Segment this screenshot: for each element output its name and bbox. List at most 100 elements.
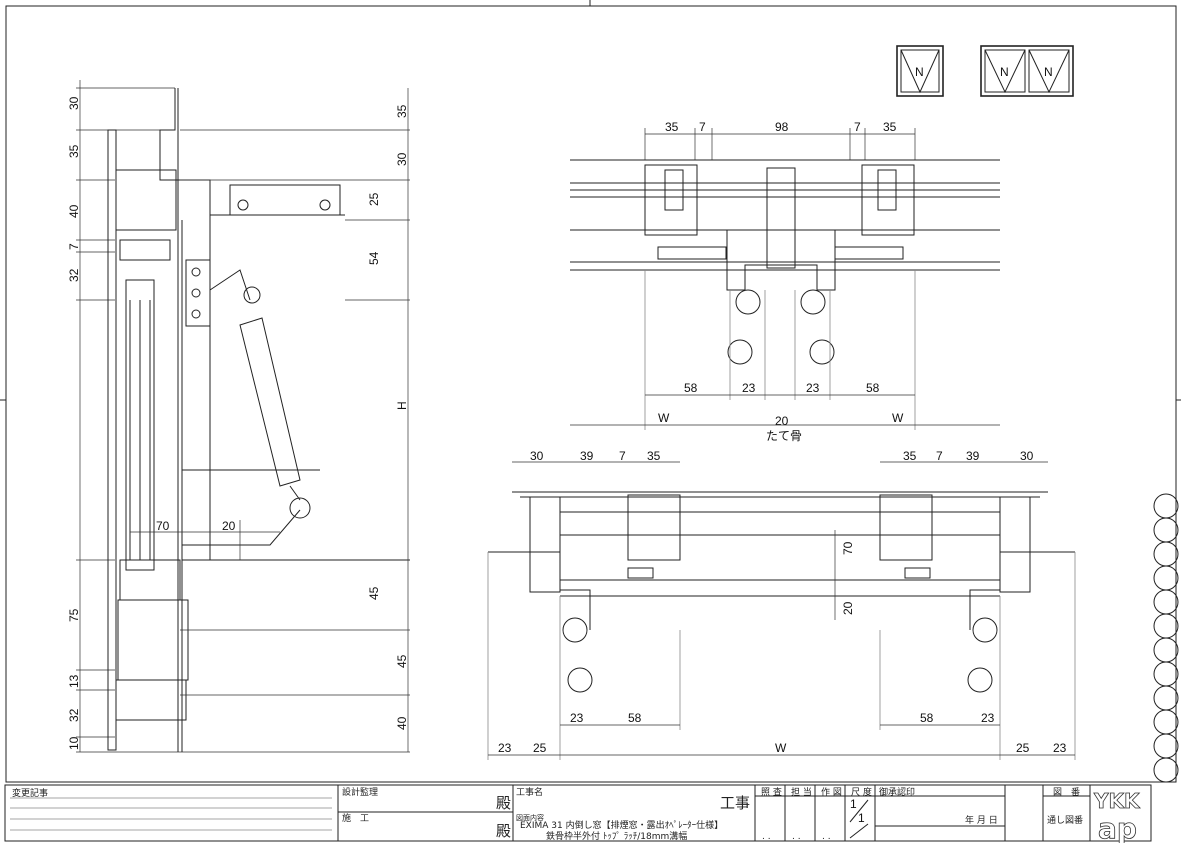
ykk-ap-logo: YKK ap: [1093, 789, 1142, 843]
dimension-label: 39: [966, 449, 980, 463]
drawing-line: [4, 784, 1152, 842]
dimension-label: 40: [395, 716, 409, 730]
label: 変更記事: [12, 787, 48, 799]
dimension-label: 20: [841, 601, 855, 615]
drawing-line: [877, 169, 897, 211]
drawing-line: [861, 164, 915, 236]
dimension-label: 13: [67, 674, 81, 688]
dimension-label: 23: [806, 381, 820, 395]
dimension-label: 7: [619, 449, 626, 463]
dimension-label: 35: [395, 104, 409, 118]
dimension-label: 32: [67, 708, 81, 722]
drawing-line: [180, 88, 410, 752]
window-symbol-single: N: [896, 45, 944, 97]
drawing-line: [239, 317, 301, 487]
dimension-label: 40: [67, 204, 81, 218]
label: . .: [822, 832, 831, 842]
dimension-label: 30: [1020, 449, 1034, 463]
drawing-line: [1153, 733, 1179, 759]
drawing-line: [644, 164, 698, 236]
title-block: 変更記事 設計監理 施 工 殿 殿 工事名 工事 図面内容 EXIMA 31 内…: [4, 784, 1152, 843]
dimension-label: 70: [841, 541, 855, 555]
dimension-label: 35: [665, 120, 679, 134]
window-symbol-double: N N: [980, 45, 1074, 97]
drawing-line: [115, 679, 187, 721]
dimension-label: W: [892, 411, 904, 425]
label: N: [915, 65, 924, 79]
drawing-line: [119, 559, 181, 601]
drawing-line: [849, 823, 869, 839]
label: ap: [1098, 812, 1137, 843]
label: N: [1000, 65, 1009, 79]
drawing-line: [529, 496, 561, 593]
drawing-line: [488, 491, 1075, 693]
drawing-line: [115, 169, 177, 231]
label: 1: [850, 797, 857, 811]
dimension-label: W: [658, 411, 670, 425]
label: 照 査: [761, 786, 782, 798]
drawing-line: [289, 497, 311, 519]
drawing-line: [766, 167, 796, 269]
label: 作 図: [821, 786, 842, 798]
label: 設計監理: [342, 786, 378, 798]
horizontal-section-mullion: 35 7 98 7 35 58 23 23 58 W 20 W たて骨: [570, 120, 1000, 443]
drawing-line: [904, 567, 931, 579]
label: 1: [858, 811, 865, 825]
label: EXIMA 31 内倒し窓【排煙窓・露出ｵﾍﾟﾚｰﾀｰ仕様】: [520, 819, 723, 831]
dimension-label: 54: [367, 251, 381, 265]
label: 殿: [496, 794, 511, 812]
drawing-border: [5, 5, 1177, 783]
drawing-line: [191, 267, 201, 277]
dimension-label: 45: [395, 654, 409, 668]
dimension-label: 70: [156, 519, 170, 533]
dimension-label: 98: [775, 120, 789, 134]
drawing-line: [191, 288, 201, 298]
label: 御承認印: [879, 786, 915, 798]
drawing-line: [627, 494, 681, 561]
dimension-label: 23: [498, 741, 512, 755]
label: 担 当: [791, 786, 812, 798]
drawing-line: [726, 230, 836, 291]
horizontal-section-jamb: 30 39 7 35 35 7 39 30 70 20 23 58 58 23 …: [487, 449, 1076, 760]
drawing-line: [972, 617, 998, 643]
drawing-line: [1153, 589, 1179, 615]
drawing-line: [182, 509, 301, 546]
vertical-section-view: 30 35 40 7 32 75 13 32 10: [67, 80, 410, 753]
label: 鉄骨枠半外付 ﾄｯﾌﾟ ﾗｯﾁ/18mm溝幅: [546, 830, 687, 842]
drawing-line: [319, 199, 331, 211]
dimension-label: 10: [67, 736, 81, 750]
dimension-label: 20: [775, 414, 789, 428]
dimension-label: 23: [742, 381, 756, 395]
drawing-line: [560, 589, 591, 630]
label: 工事名: [516, 786, 543, 798]
drawing-line: [879, 494, 933, 561]
drawing-line: [849, 799, 869, 823]
drawing-line: [185, 259, 211, 327]
drawing-line: [1153, 565, 1179, 591]
drawing-line: [834, 246, 904, 260]
drawing-line: [1153, 517, 1179, 543]
dimension-label: 20: [222, 519, 236, 533]
dimension-label: 39: [580, 449, 594, 463]
label: 殿: [496, 822, 511, 840]
dimension-label: 7: [854, 120, 861, 134]
drawing-line: [809, 339, 835, 365]
dimension-label: 35: [903, 449, 917, 463]
drawing-line: [209, 269, 251, 301]
drawing-line: [896, 45, 944, 97]
drawing-line: [735, 289, 761, 315]
label: . .: [792, 832, 801, 842]
drawing-line: [1153, 757, 1179, 783]
drawing-line: [727, 339, 753, 365]
drawing-line: [1153, 493, 1179, 519]
label: 図面内容: [516, 813, 544, 822]
left-dimension-labels: 30 35 40 7 32 75 13 32 10: [67, 96, 81, 750]
drawing-line: [900, 49, 940, 94]
drawing-line: [289, 485, 301, 501]
drawing-line: [664, 169, 684, 211]
dimension-label: W: [775, 741, 787, 755]
drawing-line: [984, 49, 1026, 94]
drawing-line: [967, 667, 993, 693]
drawing-line: [1153, 709, 1179, 735]
